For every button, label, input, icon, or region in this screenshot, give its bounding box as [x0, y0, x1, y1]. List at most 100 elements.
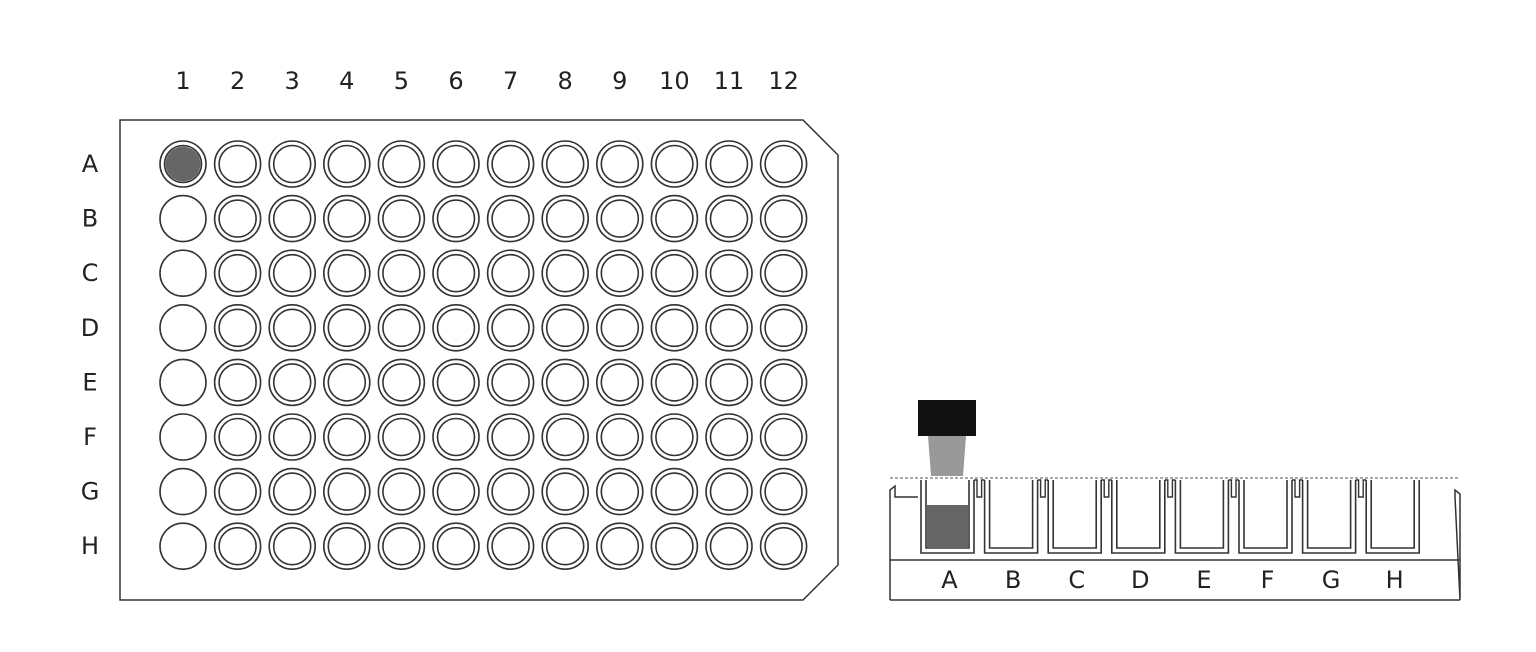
strip-tube-label: D — [1131, 566, 1149, 594]
strip-tubes — [920, 479, 1420, 554]
strip-tube-label: C — [1068, 566, 1085, 594]
plate-column-label: 4 — [339, 67, 354, 95]
plate-well — [650, 303, 699, 352]
plate-well — [595, 467, 644, 516]
plate-well — [213, 140, 262, 188]
plate-well — [322, 358, 371, 407]
strip-tube-label: H — [1386, 566, 1404, 594]
plate-row-label: H — [81, 532, 99, 560]
plate-well — [759, 413, 808, 461]
tube-cap — [918, 400, 976, 476]
plate-well — [650, 522, 699, 571]
plate-well — [486, 140, 535, 188]
strip-tube — [983, 479, 1049, 554]
plate-well — [541, 522, 590, 571]
plate-row-label: B — [82, 205, 98, 233]
plate-column-label: 12 — [768, 67, 799, 95]
plate-well — [595, 522, 644, 571]
plate-well — [159, 358, 207, 407]
plate-well — [159, 413, 207, 461]
plate-well — [322, 522, 371, 571]
plate-column-label: 2 — [230, 67, 245, 95]
plate-well — [377, 303, 426, 352]
plate-well — [377, 358, 426, 407]
plate-column-label: 10 — [659, 67, 690, 95]
plate-well — [595, 140, 644, 188]
plate-well — [650, 413, 699, 461]
plate-well — [159, 303, 207, 352]
plate-well — [268, 522, 317, 571]
plate-row-label: D — [81, 314, 99, 342]
plate-well — [432, 303, 480, 352]
plate-well — [432, 522, 480, 571]
plate-well — [377, 140, 426, 188]
plate-row-label: A — [82, 150, 99, 178]
plate-well — [486, 413, 535, 461]
plate-well — [213, 303, 262, 352]
plate-column-label: 11 — [714, 67, 745, 95]
strip-tube — [1238, 479, 1303, 554]
plate-well — [759, 522, 808, 571]
plate-well — [213, 249, 262, 298]
plate-well — [541, 249, 590, 298]
plate-well — [377, 467, 426, 516]
plate-well — [322, 467, 371, 516]
plate-well — [541, 358, 590, 407]
strip-body-outline — [889, 484, 1461, 601]
plate-well — [322, 249, 371, 298]
plate-well — [705, 358, 753, 407]
plate-well — [432, 413, 480, 461]
plate-well — [541, 140, 590, 188]
plate-wells — [159, 140, 808, 571]
plate-well — [432, 140, 480, 188]
plate-well — [595, 249, 644, 298]
plate-well — [159, 140, 207, 188]
plate-well — [213, 522, 262, 571]
plate-well — [486, 467, 535, 516]
strip-tube-label: F — [1261, 566, 1275, 594]
plate-outline — [119, 119, 839, 601]
plate-well — [705, 413, 753, 461]
plate-column-label: 3 — [285, 67, 300, 95]
plate-well — [595, 413, 644, 461]
plate-well — [432, 249, 480, 298]
strip-tube-label: A — [941, 566, 958, 594]
strip-tube — [1111, 479, 1176, 554]
plate-well — [159, 522, 207, 571]
plate-well — [322, 413, 371, 461]
plate-well — [486, 358, 535, 407]
plate-well — [595, 303, 644, 352]
plate-well — [705, 140, 753, 188]
plate-row-label: G — [81, 478, 100, 506]
plate-well — [213, 194, 262, 243]
plate-well — [541, 467, 590, 516]
plate-row-label: C — [82, 259, 99, 287]
plate-well — [759, 467, 808, 516]
plate-well — [705, 249, 753, 298]
plate-well — [486, 303, 535, 352]
plate-row-label: E — [82, 368, 97, 396]
plate-row-label: F — [83, 423, 97, 451]
plate-column-label: 7 — [503, 67, 518, 95]
plate-well — [159, 194, 207, 243]
plate-well — [650, 249, 699, 298]
plate-well — [268, 194, 317, 243]
strip-tube — [920, 479, 985, 554]
strip-tube — [1301, 479, 1367, 554]
plate-well — [268, 249, 317, 298]
plate-well — [377, 249, 426, 298]
plate-well — [650, 140, 699, 188]
plate-well — [595, 358, 644, 407]
plate-well — [322, 140, 371, 188]
plate-well — [159, 249, 207, 298]
plate-well — [432, 194, 480, 243]
strip-tube-label: B — [1005, 566, 1021, 594]
plate-well — [541, 303, 590, 352]
plate-well — [541, 194, 590, 243]
plate-well — [486, 194, 535, 243]
plate-well — [595, 194, 644, 243]
plate-well — [650, 467, 699, 516]
